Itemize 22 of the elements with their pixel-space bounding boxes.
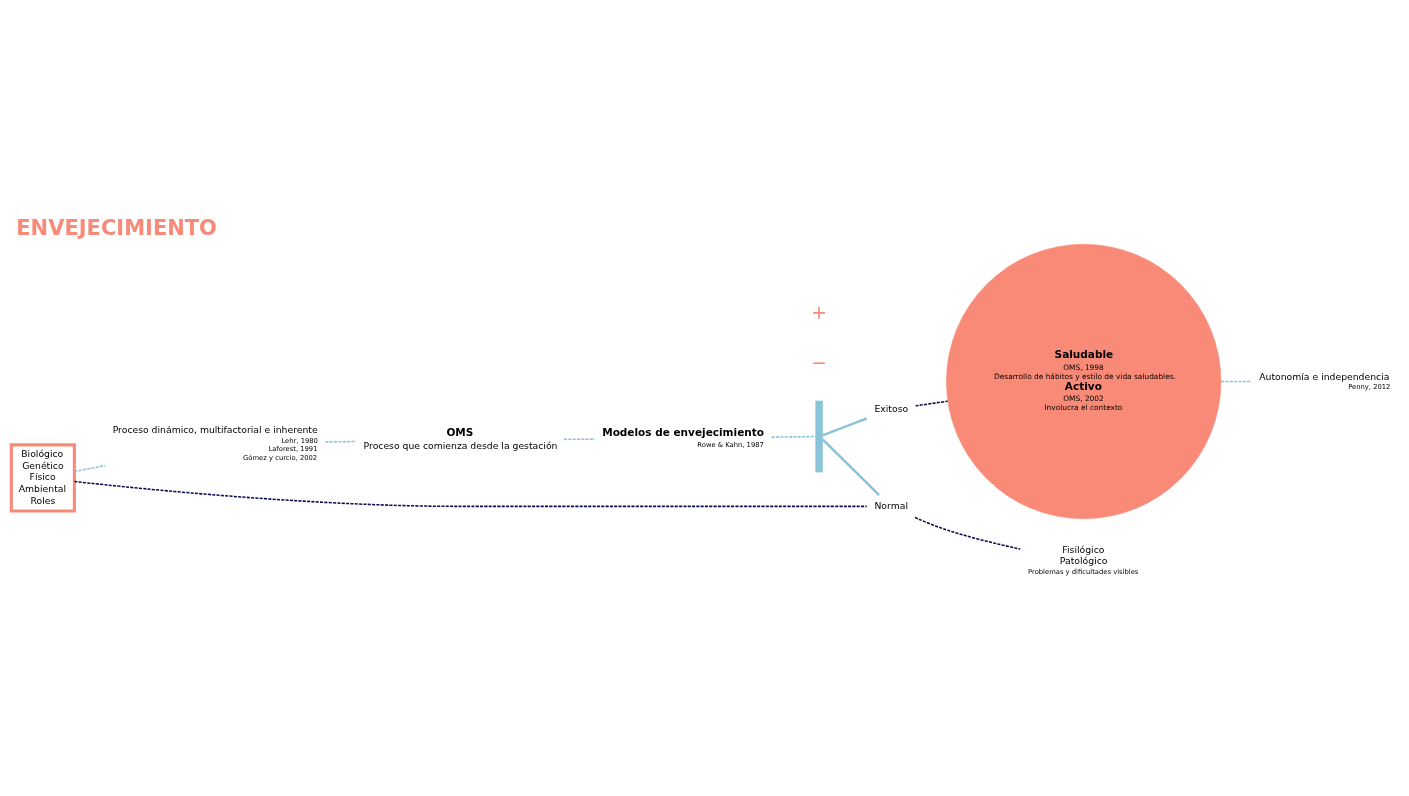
connector <box>563 437 596 440</box>
node-box: Biológico Genético Físico Ambiental Roles <box>9 442 76 513</box>
label: − <box>811 351 827 373</box>
connector <box>822 416 868 437</box>
node-bracket <box>815 400 823 472</box>
node-text: Exitoso <box>874 402 909 414</box>
connector <box>821 437 880 496</box>
node-text: OMS Proceso que comienza desde la gestación <box>363 425 558 451</box>
connector <box>914 516 1021 550</box>
node-text: Autonomía e independencia <box>1259 370 1390 382</box>
label: + <box>811 301 827 323</box>
diagram-title: ENVEJECIMIENTO <box>16 214 217 240</box>
node-text: Modelos de envejecimiento <box>602 425 764 438</box>
node-text: Fisilógico Patológico <box>1059 543 1108 566</box>
node-text: Proceso dinámico, multifactorial e inherente <box>112 423 318 435</box>
connector <box>73 480 868 507</box>
node-text: Normal <box>874 499 908 511</box>
connector <box>914 399 949 407</box>
connector <box>770 435 817 438</box>
connector <box>324 440 357 443</box>
connector <box>1220 380 1253 382</box>
connector <box>73 464 106 472</box>
